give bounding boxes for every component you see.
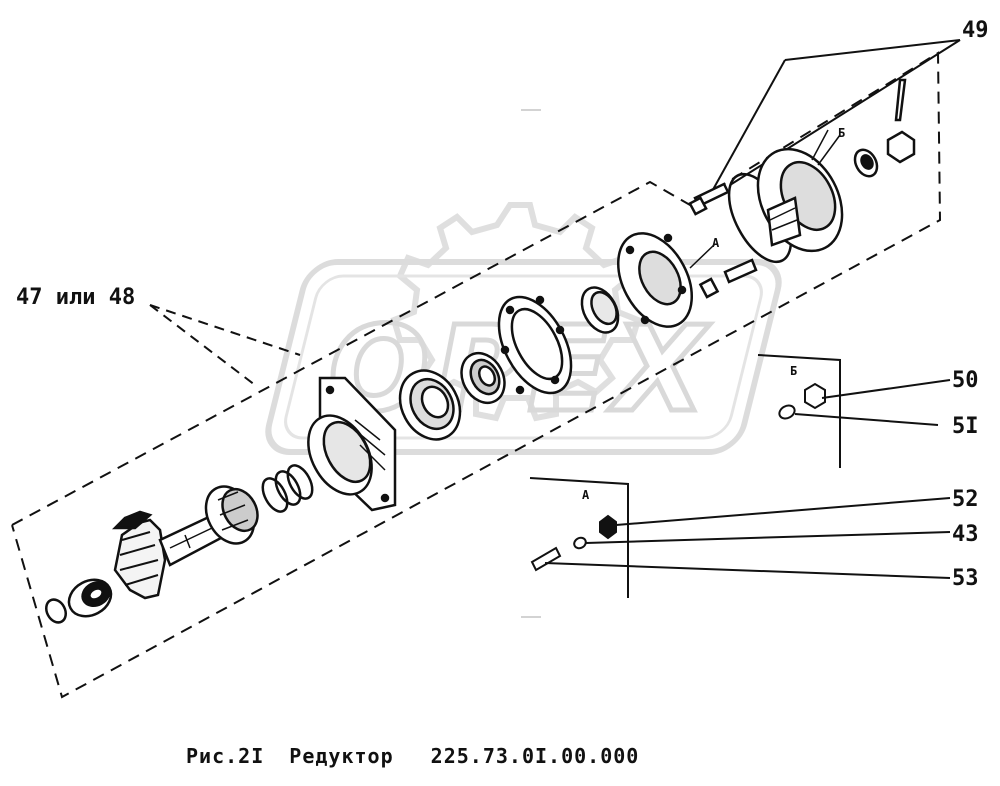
label-50: 50 [952, 368, 979, 393]
leader-lines-47-48 [149, 304, 301, 386]
washer-nut-cotter [853, 78, 916, 178]
label-a-detail: A [582, 488, 590, 502]
bearing-medium [460, 351, 506, 405]
label-43: 43 [952, 522, 979, 547]
detail-box-a [529, 477, 951, 598]
cover-flange [617, 232, 693, 328]
leader-lines-49 [709, 39, 961, 196]
figure-caption: Рис.2I Редуктор 225.73.0I.00.000 [186, 744, 639, 768]
output-flange [756, 129, 844, 253]
snap-ring [45, 598, 67, 624]
label-52: 52 [952, 487, 979, 512]
label-53: 53 [952, 566, 979, 591]
label-b-main: Б [838, 126, 846, 140]
detail-box-b [757, 354, 951, 468]
stud-and-nut-a [689, 243, 758, 299]
caption-figure-number: Рис.2I [186, 744, 265, 768]
bearing-small [67, 578, 113, 618]
bearing-large [398, 369, 462, 441]
label-b-detail: Б [790, 364, 798, 378]
gasket [497, 295, 573, 395]
caption-title: Редуктор [289, 744, 394, 768]
label-49: 49 [962, 18, 989, 43]
watermark-frame-inner [284, 274, 763, 440]
spacer-ring [580, 286, 620, 334]
watermark-frame-outer [265, 259, 782, 455]
pinion-shaft-group [45, 464, 314, 624]
label-a-main: A [712, 236, 720, 250]
label-47-48: 47 или 48 [16, 285, 136, 310]
shim-rings [261, 464, 314, 513]
bearing-tapered [204, 485, 259, 545]
flanged-housing [307, 376, 397, 512]
caption-code: 225.73.0I.00.000 [430, 744, 640, 768]
bolt [688, 182, 730, 216]
bevel-pinion [111, 510, 167, 600]
label-51: 5I [952, 414, 979, 439]
